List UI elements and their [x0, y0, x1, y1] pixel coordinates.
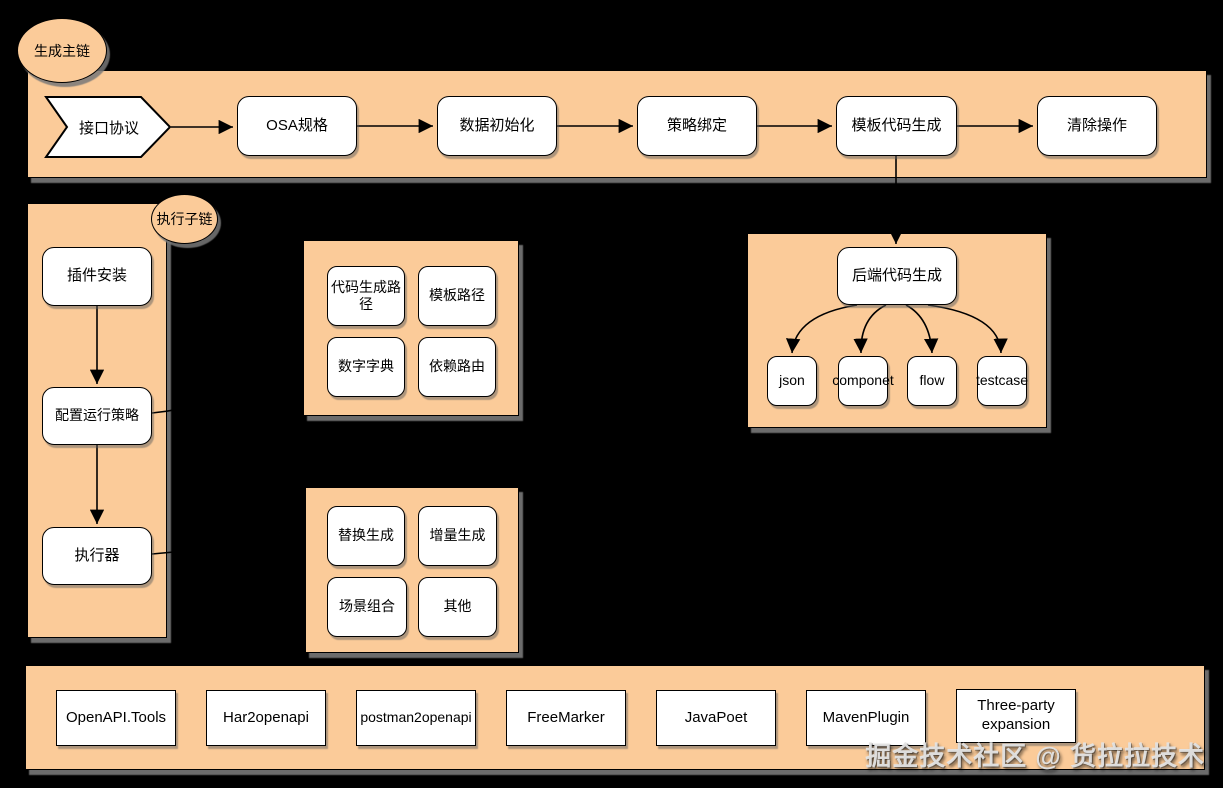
watermark-text: 掘金技术社区 @ 货拉拉技术 [865, 741, 1205, 771]
node-plugin-install: 插件安装 [42, 247, 152, 306]
main-chain-title-ellipse: 生成主链 [17, 18, 107, 83]
node-freemarker: FreeMarker [506, 690, 626, 746]
node-data-init: 数据初始化 [437, 96, 557, 156]
node-template-path: 模板路径 [418, 266, 496, 326]
node-strategy-bind: 策略绑定 [637, 96, 757, 156]
node-har2openapi: Har2openapi [206, 690, 326, 746]
node-other: 其他 [418, 577, 497, 637]
node-three-party-expansion: Three-party expansion [956, 689, 1076, 743]
node-json: json [767, 356, 817, 406]
node-scene-combo: 场景组合 [327, 577, 407, 637]
node-postman2openapi: postman2openapi [356, 690, 476, 746]
node-dependency-route: 依赖路由 [418, 337, 496, 397]
node-testcase: testcase [976, 356, 1028, 406]
interface-protocol-shape [44, 96, 172, 158]
node-javapoet: JavaPoet [656, 690, 776, 746]
node-executor: 执行器 [42, 527, 152, 585]
node-increment-gen: 增量生成 [418, 506, 497, 566]
node-flow: flow [907, 356, 957, 406]
node-osa-spec: OSA规格 [237, 96, 357, 156]
node-mavenplugin: MavenPlugin [806, 690, 926, 746]
node-codegen-path: 代码生成路径 [327, 266, 405, 326]
node-digital-dict: 数字字典 [327, 337, 405, 397]
node-run-strategy-config: 配置运行策略 [42, 387, 152, 445]
sub-chain-title: 执行子链 [156, 211, 213, 227]
main-chain-title: 生成主链 [34, 42, 90, 59]
node-replace-gen: 替换生成 [327, 506, 405, 566]
node-cleanup: 清除操作 [1037, 96, 1157, 156]
node-backend-codegen: 后端代码生成 [837, 247, 957, 305]
node-componet: componet [832, 356, 894, 406]
node-template-codegen: 模板代码生成 [836, 96, 957, 156]
node-interface-protocol: 接口协议 [78, 119, 139, 137]
sub-chain-title-ellipse: 执行子链 [151, 194, 218, 244]
main-chain-band [27, 70, 1207, 178]
node-openapi-tools: OpenAPI.Tools [56, 690, 176, 746]
